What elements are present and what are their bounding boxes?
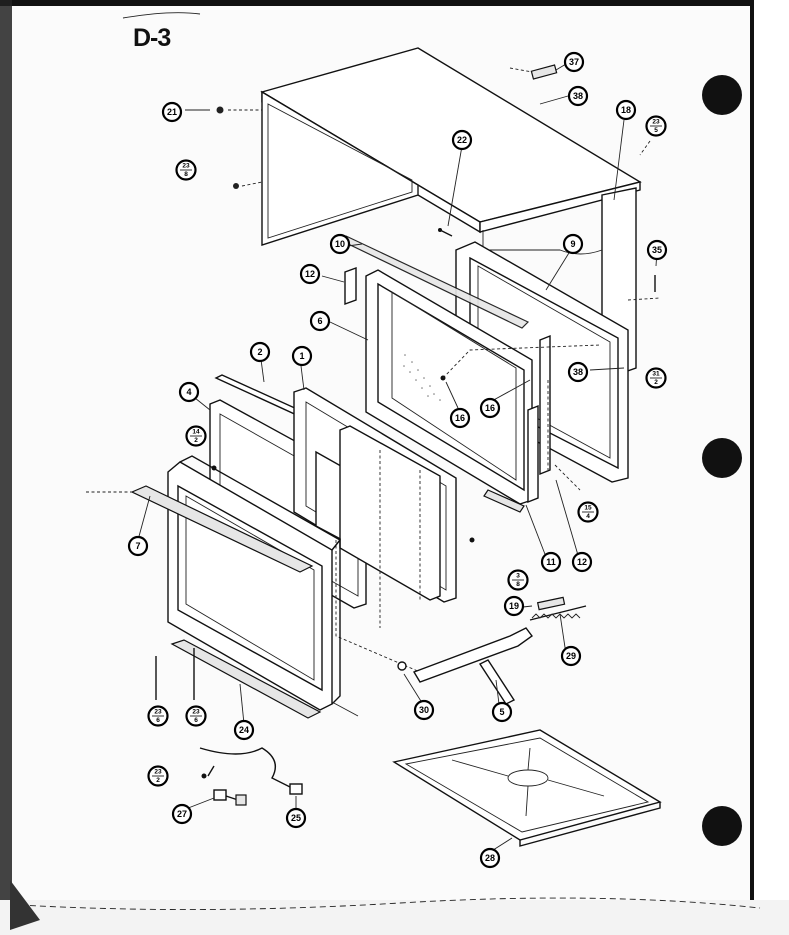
- svg-text:23: 23: [652, 119, 660, 126]
- svg-text:28: 28: [485, 853, 495, 863]
- callout-35: 35: [646, 239, 668, 261]
- svg-text:35: 35: [652, 245, 662, 255]
- svg-text:5: 5: [499, 707, 504, 717]
- callout-7: 7: [127, 535, 149, 557]
- svg-text:6: 6: [194, 717, 198, 724]
- svg-text:16: 16: [455, 413, 465, 423]
- fraction-callout-3-8: 38: [507, 569, 529, 591]
- svg-text:37: 37: [569, 57, 579, 67]
- callout-28: 28: [479, 847, 501, 869]
- callout-4: 4: [178, 381, 200, 403]
- svg-text:11: 11: [546, 557, 556, 567]
- callout-19: 19: [503, 595, 525, 617]
- svg-text:23: 23: [192, 709, 200, 716]
- svg-text:4: 4: [186, 387, 191, 397]
- svg-text:12: 12: [577, 557, 587, 567]
- svg-text:19: 19: [509, 601, 519, 611]
- fraction-callout-23-8: 238: [175, 159, 197, 181]
- svg-text:8: 8: [184, 171, 188, 178]
- callout-12: 12: [571, 551, 593, 573]
- svg-text:7: 7: [135, 541, 140, 551]
- callout-1: 1: [291, 345, 313, 367]
- callout-12: 12: [299, 263, 321, 285]
- callout-6: 6: [309, 310, 331, 332]
- svg-text:25: 25: [291, 813, 301, 823]
- svg-text:1: 1: [299, 351, 304, 361]
- svg-text:23: 23: [182, 163, 190, 170]
- fraction-callout-23-6: 236: [185, 705, 207, 727]
- svg-text:30: 30: [419, 705, 429, 715]
- svg-text:4: 4: [586, 513, 590, 520]
- svg-text:27: 27: [177, 809, 187, 819]
- callout-37: 37: [563, 51, 585, 73]
- callout-27: 27: [171, 803, 193, 825]
- wire-harness: [199, 747, 303, 806]
- callout-21: 21: [161, 101, 183, 123]
- fraction-callout-23-5: 235: [645, 115, 667, 137]
- fraction-callout-23-6: 236: [147, 705, 169, 727]
- svg-text:18: 18: [621, 105, 631, 115]
- svg-text:23: 23: [154, 769, 162, 776]
- callout-38: 38: [567, 361, 589, 383]
- hinge-arm: [397, 596, 587, 705]
- fraction-callout-15-4: 154: [577, 501, 599, 523]
- callout-25: 25: [285, 807, 307, 829]
- svg-text:12: 12: [305, 269, 315, 279]
- svg-text:38: 38: [573, 91, 583, 101]
- svg-text:23: 23: [154, 709, 162, 716]
- svg-text:29: 29: [566, 651, 576, 661]
- callout-10: 10: [329, 233, 351, 255]
- svg-text:24: 24: [239, 725, 249, 735]
- svg-text:9: 9: [570, 239, 575, 249]
- svg-text:38: 38: [573, 367, 583, 377]
- svg-text:2: 2: [194, 437, 198, 444]
- callout-11: 11: [540, 551, 562, 573]
- svg-text:31: 31: [652, 371, 660, 378]
- callout-9: 9: [562, 233, 584, 255]
- inner-liner: [338, 235, 601, 513]
- callout-24: 24: [233, 719, 255, 741]
- callout-29: 29: [560, 645, 582, 667]
- callout-16: 16: [479, 397, 501, 419]
- callout-22: 22: [451, 129, 473, 151]
- svg-text:14: 14: [192, 429, 200, 436]
- svg-text:10: 10: [335, 239, 345, 249]
- page-label: D-3: [133, 24, 171, 52]
- callout-16: 16: [449, 407, 471, 429]
- svg-text:2: 2: [257, 347, 262, 357]
- svg-text:5: 5: [654, 127, 658, 134]
- callout-18: 18: [615, 99, 637, 121]
- svg-text:2: 2: [654, 379, 658, 386]
- callout-30: 30: [413, 699, 435, 721]
- callout-2: 2: [249, 341, 271, 363]
- svg-text:15: 15: [584, 505, 592, 512]
- drip-tray: [392, 729, 662, 847]
- svg-text:2: 2: [156, 777, 160, 784]
- svg-text:3: 3: [516, 573, 520, 580]
- svg-text:6: 6: [317, 316, 322, 326]
- svg-text:22: 22: [457, 135, 467, 145]
- fraction-callout-14-2: 142: [185, 425, 207, 447]
- svg-text:16: 16: [485, 403, 495, 413]
- svg-text:8: 8: [516, 581, 520, 588]
- leader-lines: [137, 63, 658, 853]
- svg-text:21: 21: [167, 107, 177, 117]
- svg-text:6: 6: [156, 717, 160, 724]
- front-door: [86, 455, 342, 719]
- fraction-callout-31-2: 312: [645, 367, 667, 389]
- fraction-callout-23-2: 232: [147, 765, 169, 787]
- callout-38: 38: [567, 85, 589, 107]
- door-frame-assembly: [209, 374, 475, 673]
- callout-5: 5: [491, 701, 513, 723]
